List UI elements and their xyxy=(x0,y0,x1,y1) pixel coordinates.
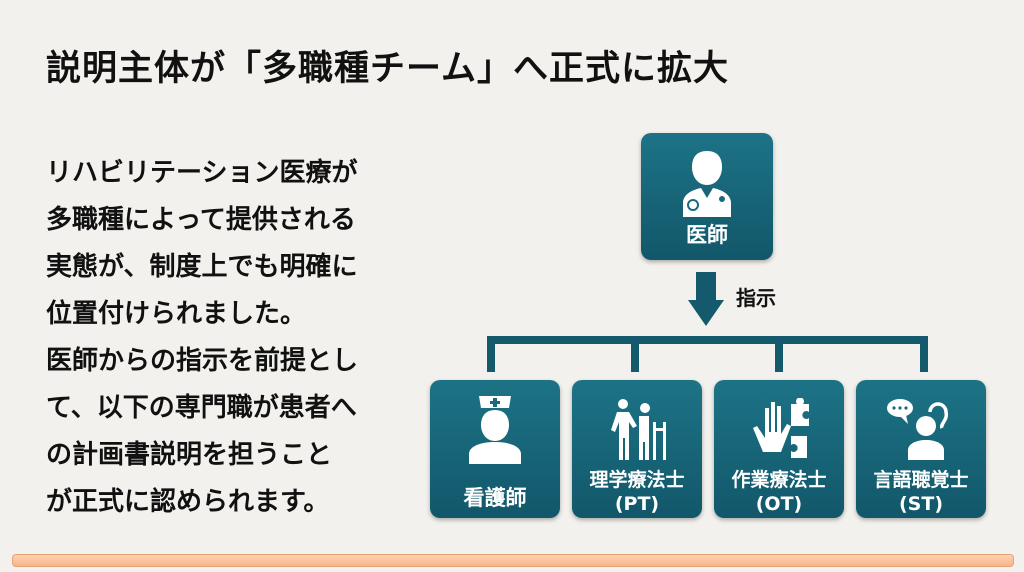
nurse-node: 看護師 xyxy=(430,380,560,518)
doctor-icon xyxy=(683,151,731,217)
bracket-drop xyxy=(775,336,783,372)
ot-abbr: (OT) xyxy=(755,493,803,515)
bracket-drop xyxy=(487,336,495,372)
body-line: の計画書説明を担うこと xyxy=(46,440,333,470)
body-line: 実態が、制度上でも明確に xyxy=(46,252,358,282)
nurse-label: 看護師 xyxy=(463,486,527,510)
nurse-icon xyxy=(469,396,521,464)
ot-node: 作業療法士 (OT) xyxy=(714,380,844,518)
speech-ear-icon xyxy=(887,399,949,460)
pt-node: 理学療法士 (PT) xyxy=(572,380,702,518)
pt-label: 理学療法士 xyxy=(589,469,685,491)
body-line: 医師からの指示を前提とし xyxy=(46,346,359,376)
arrow-shaft xyxy=(696,272,716,302)
footer-accent-bar xyxy=(12,554,1014,567)
doctor-label: 医師 xyxy=(686,223,728,247)
bracket-horizontal xyxy=(487,336,928,344)
body-line: て、以下の専門職が患者へ xyxy=(46,393,357,423)
body-line: リハビリテーション医療が xyxy=(46,158,358,188)
st-node: 言語聴覚士 (ST) xyxy=(856,380,986,518)
body-line: が正式に認められます。 xyxy=(46,487,330,517)
arrow-head xyxy=(688,300,724,326)
doctor-node: 医師 xyxy=(641,133,773,260)
pt-abbr: (PT) xyxy=(614,493,660,515)
body-text: リハビリテーション医療が 多職種によって提供される 実態が、制度上でも明確に 位… xyxy=(46,150,358,526)
bracket-drop xyxy=(920,336,928,372)
st-abbr: (ST) xyxy=(898,493,943,515)
ot-label: 作業療法士 xyxy=(731,469,827,491)
hand-puzzle-icon xyxy=(753,398,809,458)
body-line: 多職種によって提供される xyxy=(46,205,356,235)
st-label: 言語聴覚士 xyxy=(873,469,969,491)
arrow-label: 指示 xyxy=(736,286,776,310)
page-title: 説明主体が「多職種チーム」へ正式に拡大 xyxy=(46,49,729,89)
body-line: 位置付けられました。 xyxy=(46,299,307,329)
walker-assist-icon xyxy=(611,399,666,460)
bracket-drop xyxy=(631,336,639,372)
